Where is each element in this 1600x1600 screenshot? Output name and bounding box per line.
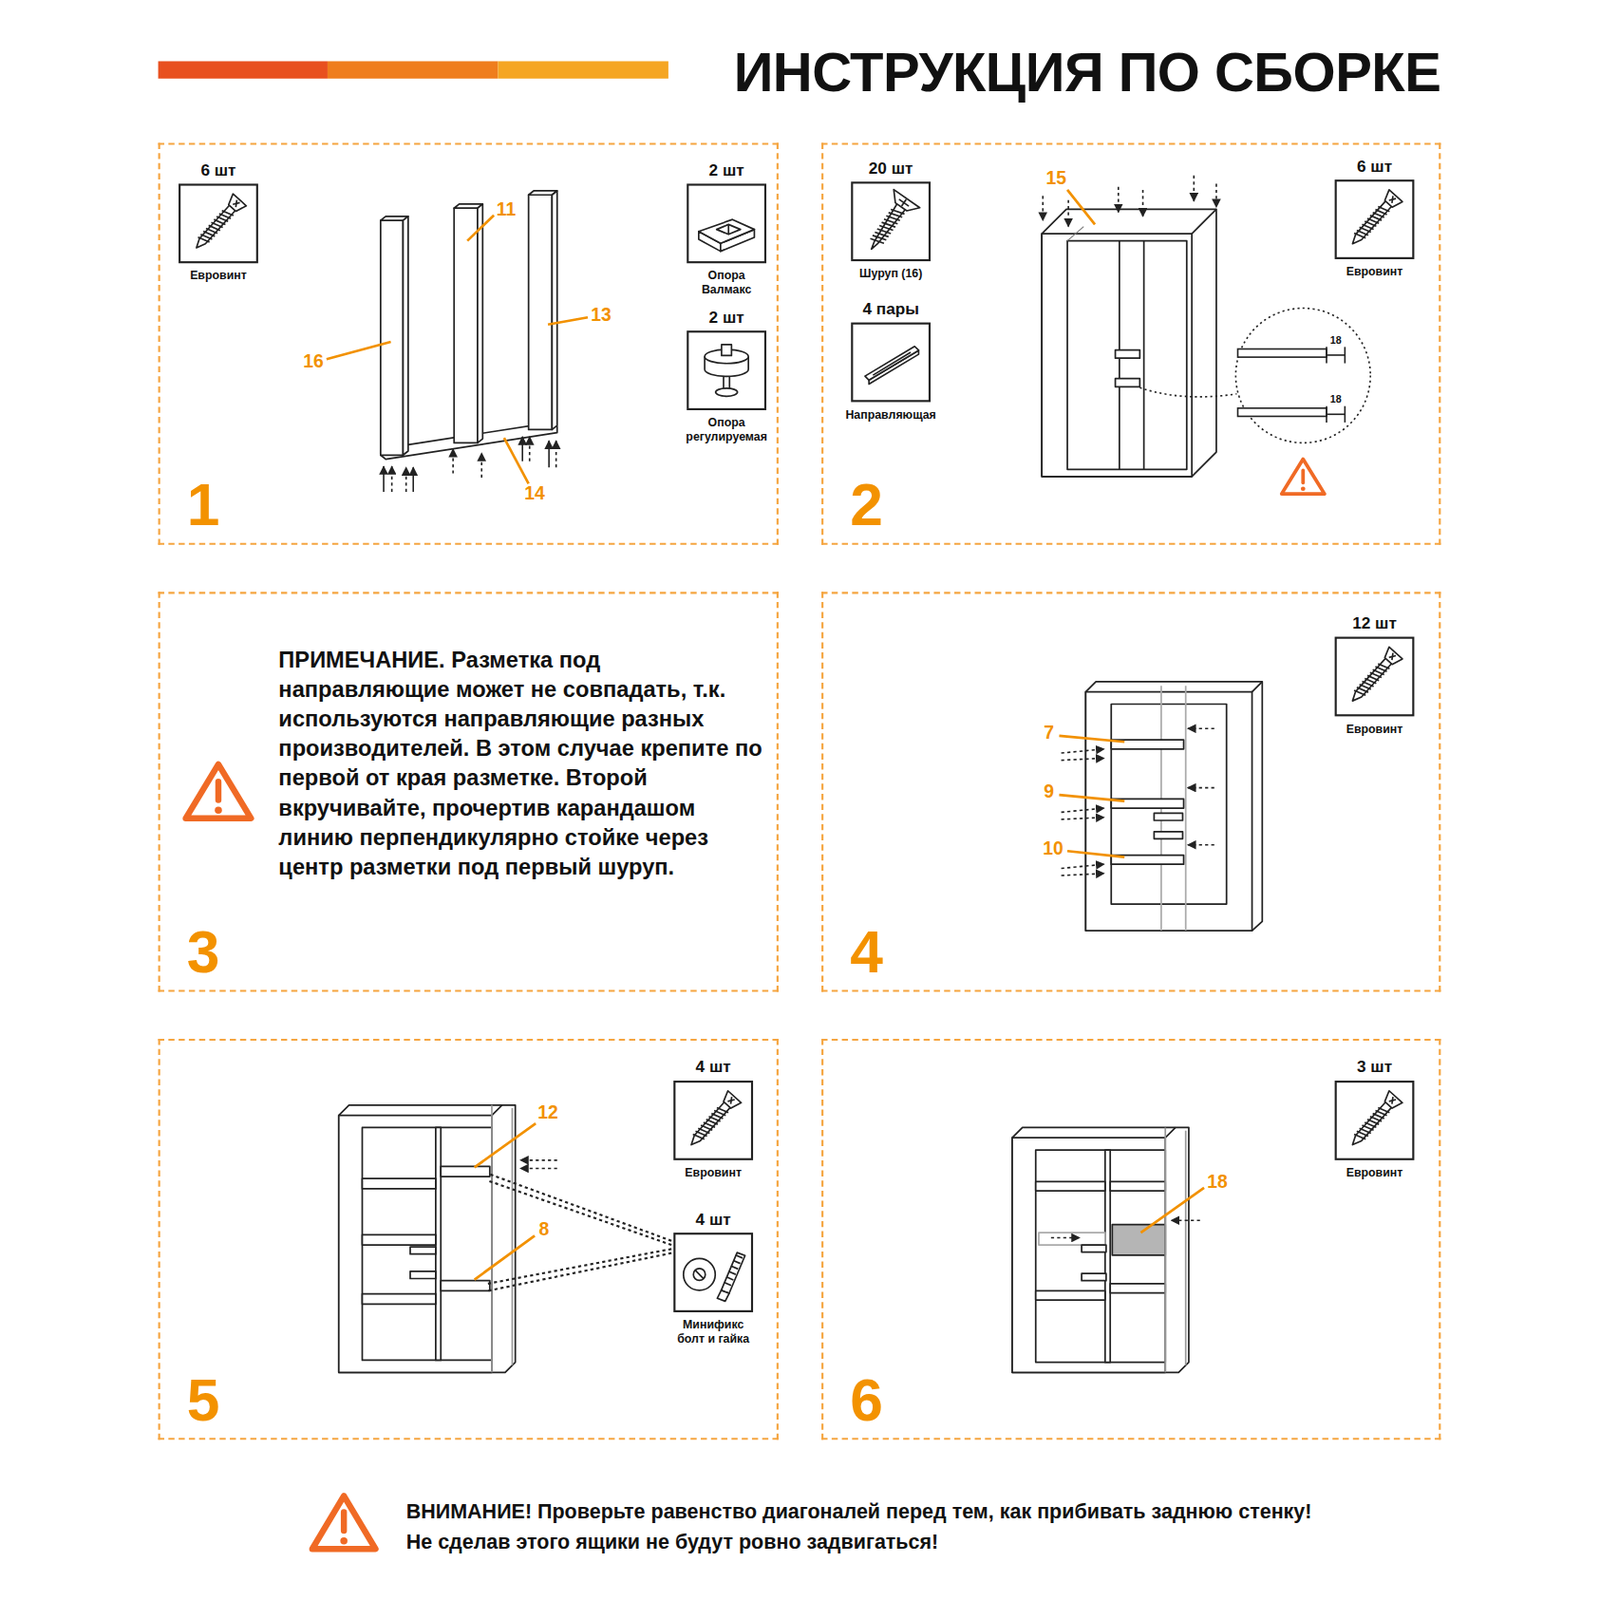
minifix-guides — [488, 1173, 672, 1292]
hardware-item: 2 шт Опора Валмакс — [670, 161, 783, 298]
part-number: 9 — [1043, 782, 1055, 803]
hardware-icon — [178, 183, 259, 264]
hardware-icon — [1335, 179, 1415, 260]
warning-sign — [186, 764, 252, 819]
quantity: 4 шт — [696, 1209, 732, 1228]
hardware-item: 4 шт Минификс болт и гайка — [657, 1209, 770, 1346]
hardware-icon — [673, 1080, 753, 1161]
hardware-name: Евровинт — [1330, 263, 1418, 279]
note-text: ВНИМАНИЕ! Проверьте равенство диагоналей… — [406, 1495, 1325, 1557]
step-panel: 1 6 шт Евровинт 2 шт Опора Валмакс 2 шт Опора … — [158, 142, 779, 545]
hardware-name: Шуруп (16) — [847, 265, 935, 281]
cabinet-drawing — [1085, 681, 1262, 931]
quantity: 2 шт — [709, 308, 745, 327]
step-number: 6 — [849, 1370, 884, 1430]
rail-detail — [1238, 346, 1346, 423]
hardware-icon — [850, 181, 931, 262]
step-panel: 2 20 шт Шуруп (16) 4 парыНаправляющая 6 шт Ев… — [821, 142, 1441, 545]
part-number: 10 — [1042, 838, 1064, 859]
cabinet-drawing — [1012, 1127, 1189, 1373]
part-number: 15 — [1045, 168, 1067, 189]
assembly-arrows — [1051, 1220, 1201, 1238]
dimension: 18 — [1330, 334, 1342, 346]
step-number: 1 — [187, 475, 221, 535]
part-number: 12 — [537, 1103, 559, 1124]
hardware-item: 2 шт Опора регулируемая — [670, 308, 783, 445]
hardware-icon — [1335, 1080, 1415, 1161]
hardware-item: 6 шт Евровинт — [1317, 156, 1431, 279]
leader-lines — [474, 1123, 536, 1280]
hardware-icon — [1335, 637, 1415, 717]
part-number: 16 — [302, 352, 324, 373]
cabinet-drawing — [1041, 208, 1217, 477]
zoom-link — [1139, 387, 1237, 397]
hardware-icon — [686, 330, 767, 411]
hardware-name: Евровинт — [174, 268, 263, 283]
hardware-icon — [673, 1232, 753, 1313]
title-bar — [158, 60, 328, 78]
leader-line — [1140, 1187, 1205, 1233]
part-number: 18 — [1206, 1172, 1228, 1193]
hardware-name: Минификс болт и гайка — [669, 1317, 757, 1346]
quantity: 6 шт — [200, 161, 236, 180]
step-number: 5 — [187, 1370, 221, 1430]
step-panel: 5 4 шт Евровинт 4 шт Минификс болт и гайка — [158, 1038, 779, 1440]
quantity: 2 шт — [709, 161, 745, 180]
quantity: 20 шт — [868, 159, 914, 178]
hardware-item: 4 шт Евровинт — [657, 1057, 770, 1180]
hardware-name: Направляющая — [843, 407, 939, 422]
step-number: 2 — [849, 475, 884, 535]
note-text: ПРИМЕЧАНИЕ. Разметка под направляющие мо… — [278, 644, 767, 882]
title-bar — [327, 60, 498, 78]
quantity: 6 шт — [1356, 156, 1393, 175]
step-panel: 4 12 шт Евровинт — [821, 591, 1441, 992]
part-number: 11 — [496, 200, 516, 221]
assembly-arrows — [1042, 175, 1217, 227]
assembly-arrows — [1061, 728, 1215, 876]
title-bar — [497, 60, 668, 78]
hardware-item: 3 шт Евровинт — [1317, 1057, 1431, 1180]
step-panel: 6 3 шт Евровинт — [821, 1038, 1441, 1440]
leader-lines — [326, 215, 588, 485]
assembly-arrows — [520, 1160, 558, 1169]
page-title: ИНСТРУКЦИЯ ПО СБОРКЕ — [734, 43, 1442, 99]
dimension: 18 — [1330, 393, 1342, 405]
quantity: 4 пары — [862, 300, 919, 319]
quantity: 12 шт — [1352, 614, 1397, 633]
hardware-icon — [686, 183, 767, 264]
quantity: 3 шт — [1356, 1057, 1393, 1076]
warning-sign — [312, 1495, 377, 1549]
part-number: 7 — [1043, 723, 1055, 744]
leader-line — [1067, 189, 1095, 226]
hardware-icon — [850, 322, 931, 403]
part-number: 13 — [590, 304, 612, 325]
part-number: 8 — [538, 1220, 549, 1241]
warning-sign — [1281, 459, 1325, 495]
cabinet-drawing — [338, 1105, 516, 1374]
zoom-circle — [1235, 308, 1371, 444]
leader-lines — [1058, 735, 1125, 858]
part-number: 14 — [524, 483, 546, 504]
hardware-item: 4 парыНаправляющая — [834, 300, 947, 422]
hardware-name: Евровинт — [1330, 1165, 1418, 1180]
hardware-item: 12 шт Евровинт — [1317, 614, 1431, 736]
carcass-boards — [380, 190, 558, 460]
step-number: 4 — [849, 922, 884, 981]
hardware-name: Опора регулируемая — [682, 414, 771, 444]
hardware-item: 6 шт Евровинт — [162, 161, 275, 283]
hardware-name: Евровинт — [669, 1165, 757, 1180]
step-number: 3 — [187, 922, 221, 981]
hardware-name: Опора Валмакс — [682, 268, 771, 298]
quantity: 4 шт — [696, 1057, 732, 1076]
hardware-name: Евровинт — [1330, 721, 1418, 736]
hardware-item: 20 шт Шуруп (16) — [834, 159, 947, 282]
